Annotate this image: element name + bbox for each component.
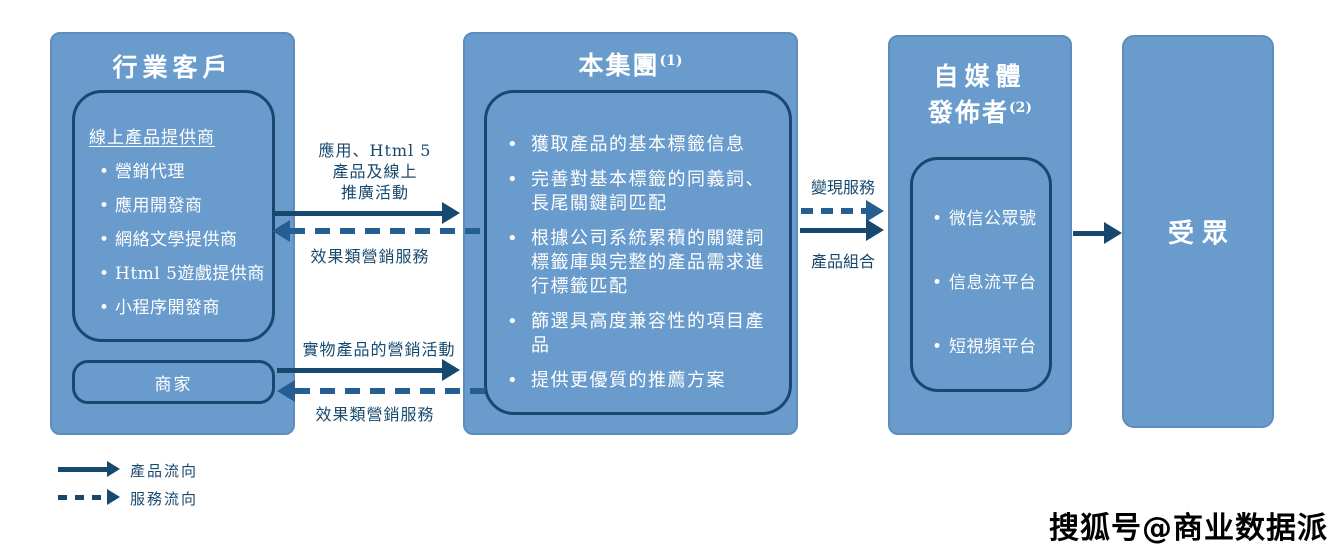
publisher-channels-list: 微信公眾號 信息流平台 短視頻平台 xyxy=(913,208,1049,358)
legend-solid-label: 產品流向 xyxy=(130,462,199,480)
list-item: 信息流平台 xyxy=(932,272,1049,294)
dashed-line xyxy=(290,228,488,234)
label-products-promo: 應用、Html 5 產品及線上 推廣活動 xyxy=(318,141,432,202)
list-item: 網絡文學提供商 xyxy=(99,223,272,257)
label-performance-marketing-top: 效果類營銷服務 xyxy=(310,247,430,266)
list-item: 短視頻平台 xyxy=(932,336,1049,358)
label-physical-marketing: 實物產品的營銷活動 xyxy=(302,340,456,359)
list-item: 提供更優質的推薦方案 xyxy=(507,369,777,393)
arrow-monetization xyxy=(801,200,884,222)
dashed-line xyxy=(801,208,866,214)
arrowhead-right-icon xyxy=(1104,222,1122,244)
arrowhead-right-icon xyxy=(107,489,120,505)
solid-line xyxy=(800,227,866,233)
online-product-providers-list: 營銷代理 應用開發商 網絡文學提供商 Html 5遊戲提供商 小程序開發商 xyxy=(75,155,272,325)
publishers-title-superscript: (2) xyxy=(1009,100,1032,116)
arrowhead-right-icon xyxy=(866,219,884,241)
list-item: 營銷代理 xyxy=(99,155,272,189)
list-item: Html 5遊戲提供商 xyxy=(99,257,272,291)
list-item: 根據公司系統累積的關鍵詞標籤庫與完整的產品需求進行標籤匹配 xyxy=(507,227,777,299)
arrow-performance-marketing-bottom xyxy=(277,380,488,402)
arrowhead-left-icon xyxy=(277,380,295,402)
list-item: 獲取產品的基本標籤信息 xyxy=(507,133,777,157)
group-title: 本集團(1) xyxy=(465,46,796,82)
legend-dashed-arrow xyxy=(58,489,120,505)
arrow-to-audience xyxy=(1073,222,1122,244)
watermark: 搜狐号@商业数据派 xyxy=(1049,511,1328,546)
publishers-title-line2: 發佈者 xyxy=(927,98,1009,127)
solid-line xyxy=(272,210,442,216)
group-title-superscript: (1) xyxy=(659,53,683,69)
list-item: 篩選具高度兼容性的項目產品 xyxy=(507,310,777,358)
dashed-line xyxy=(58,494,107,500)
dashed-line xyxy=(295,388,488,394)
online-product-providers-group: 線上產品提供商 營銷代理 應用開發商 網絡文學提供商 Html 5遊戲提供商 小… xyxy=(72,90,275,342)
list-item: 應用開發商 xyxy=(99,189,272,223)
arrowhead-right-icon xyxy=(442,359,460,381)
industry-customers-box: 行業客戶 線上產品提供商 營銷代理 應用開發商 網絡文學提供商 Html 5遊戲… xyxy=(50,32,295,435)
self-media-publishers-box: 自媒體 發佈者(2) 微信公眾號 信息流平台 短視頻平台 xyxy=(888,35,1072,435)
group-box: 本集團(1) 獲取產品的基本標籤信息 完善對基本標籤的同義詞、長尾關鍵詞匹配 根… xyxy=(463,32,798,435)
merchant-label: 商家 xyxy=(154,374,193,395)
merchant-box: 商家 xyxy=(72,360,275,404)
arrow-products-promo xyxy=(272,202,460,224)
arrowhead-left-icon xyxy=(272,220,290,242)
list-item: 小程序開發商 xyxy=(99,291,272,325)
legend-solid-arrow xyxy=(58,461,120,477)
solid-line xyxy=(58,466,107,472)
online-product-providers-heading: 線上產品提供商 xyxy=(89,128,215,148)
arrowhead-right-icon xyxy=(442,202,460,224)
self-media-publishers-title: 自媒體 發佈者(2) xyxy=(890,59,1070,135)
legend-dashed-label: 服務流向 xyxy=(130,490,199,508)
label-performance-marketing-bottom: 效果類營銷服務 xyxy=(315,405,435,424)
arrowhead-right-icon xyxy=(107,461,120,477)
publishers-title-line1: 自媒體 xyxy=(933,62,1027,91)
publisher-channels-box: 微信公眾號 信息流平台 短視頻平台 xyxy=(910,157,1052,392)
label-product-mix: 產品組合 xyxy=(810,252,875,271)
list-item: 微信公眾號 xyxy=(932,208,1049,230)
list-item: 完善對基本標籤的同義詞、長尾關鍵詞匹配 xyxy=(507,168,777,216)
arrow-physical-marketing xyxy=(277,359,460,381)
group-capabilities-box: 獲取產品的基本標籤信息 完善對基本標籤的同義詞、長尾關鍵詞匹配 根據公司系統累積… xyxy=(484,90,792,415)
solid-line xyxy=(1073,230,1104,236)
arrowhead-right-icon xyxy=(866,200,884,222)
audience-title: 受眾 xyxy=(1167,219,1236,249)
group-title-text: 本集團 xyxy=(578,51,660,80)
group-capabilities-list: 獲取產品的基本標籤信息 完善對基本標籤的同義詞、長尾關鍵詞匹配 根據公司系統累積… xyxy=(487,133,777,393)
label-monetization: 變現服務 xyxy=(810,178,875,197)
solid-line xyxy=(277,367,442,373)
industry-customers-title: 行業客戶 xyxy=(112,53,233,82)
arrow-product-mix xyxy=(800,219,884,241)
audience-box: 受眾 xyxy=(1122,35,1274,428)
arrow-performance-marketing-top xyxy=(272,220,488,242)
